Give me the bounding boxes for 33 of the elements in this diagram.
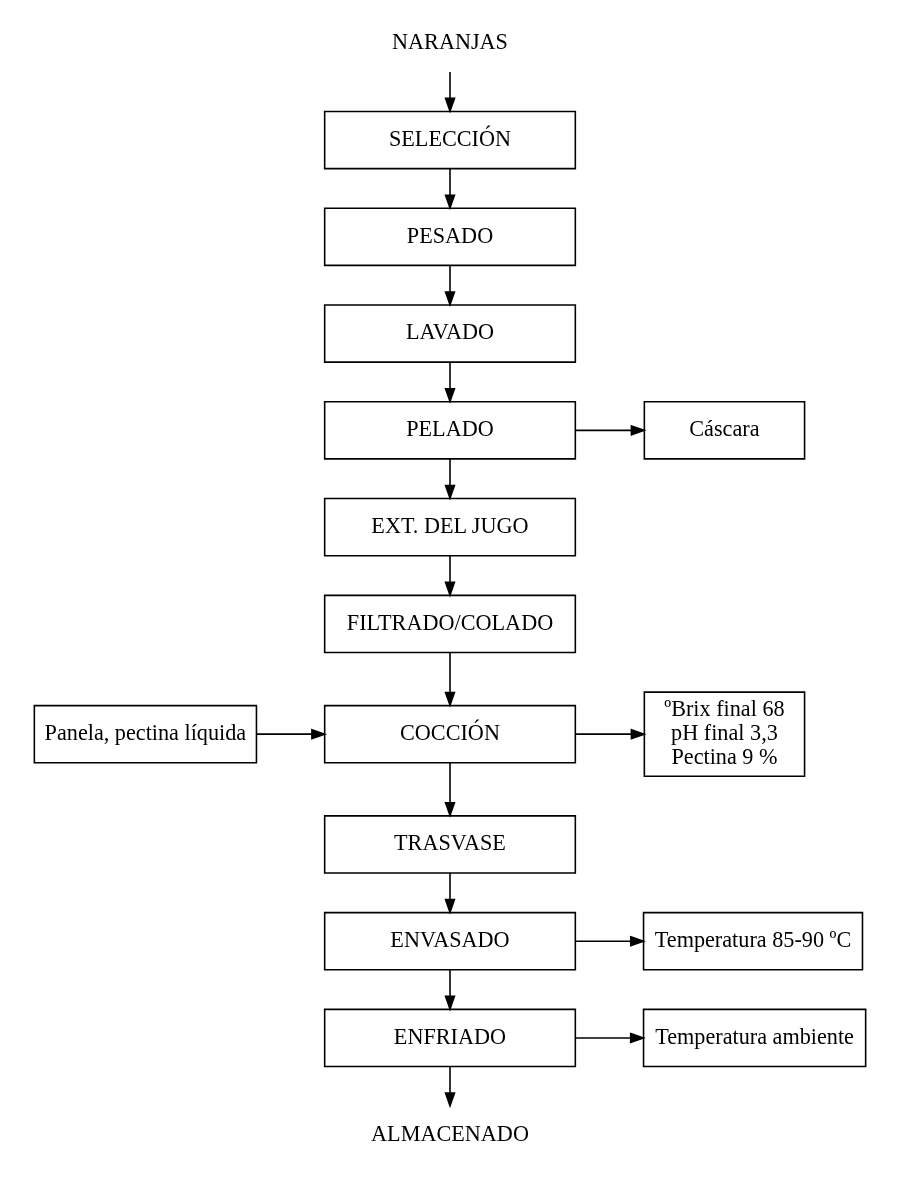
node-text: NARANJAS — [391, 29, 508, 55]
arrow — [443, 264, 456, 308]
node-text: ALMACENADO — [370, 1120, 529, 1146]
arrow — [255, 728, 327, 740]
arrow — [574, 728, 647, 740]
arrow — [443, 969, 456, 1012]
arrow — [443, 167, 456, 211]
node-box: Temperatura ambiente — [642, 1008, 866, 1068]
node-box: Panela, pectina líquida — [33, 704, 257, 764]
node-box: Cáscara — [643, 401, 805, 460]
arrow — [443, 71, 456, 114]
arrow — [443, 761, 456, 818]
node-box: Temperatura 85-90 ºC — [642, 911, 863, 971]
arrow — [443, 555, 456, 598]
node-box: SELECCIÓN — [323, 110, 576, 170]
node-box: LAVADO — [323, 304, 576, 363]
node-box: EXT. DEL JUGO — [323, 497, 576, 557]
arrow — [574, 1032, 646, 1044]
node-box: ºBrix final 68 pH final 3,3 Pectina 9 % — [643, 691, 805, 777]
arrow — [443, 651, 456, 708]
arrow — [443, 1065, 456, 1109]
node-box: COCCIÓN — [323, 704, 576, 764]
node-box: ENVASADO — [323, 911, 576, 971]
arrow — [443, 361, 456, 404]
arrow — [574, 424, 647, 436]
node-box: PESADO — [323, 207, 576, 267]
node-box: FILTRADO/COLADO — [323, 594, 576, 654]
arrow — [574, 935, 646, 947]
node-box: ENFRIADO — [323, 1008, 576, 1068]
arrow — [443, 458, 456, 501]
node-box: TRASVASE — [323, 815, 576, 874]
arrow — [443, 872, 456, 915]
node-box: PELADO — [323, 401, 576, 460]
